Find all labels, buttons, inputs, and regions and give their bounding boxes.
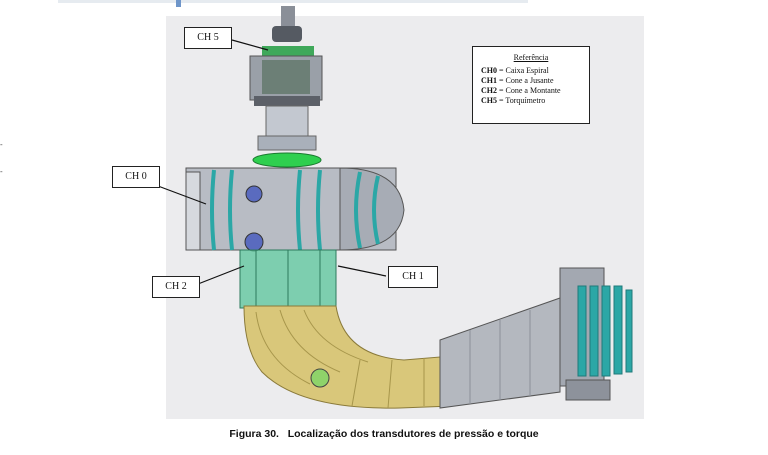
shaft-top [281,6,295,30]
pointer-ch1 [337,265,387,277]
legend-row: CH0 = Caixa Espiral [481,66,549,75]
sensor-port-ch0 [245,185,263,203]
torque-head [272,26,302,42]
outlet-vanes [577,285,633,377]
torque-green-ring [262,46,314,56]
label-ch0: CH 0 [112,166,160,188]
legend-box: Referência CH0 = Caixa Espiral CH1 = Con… [472,46,590,124]
torque-inner [262,60,310,94]
column-band [257,135,317,151]
inlet-flange [185,171,201,251]
sensor-port-ch2 [244,232,264,252]
legend-title: Referência [513,53,549,62]
sensor-port-elbow [310,368,330,388]
torque-base [254,96,320,106]
legend-row: CH2 = Cone a Montante [481,86,561,95]
label-ch5: CH 5 [184,27,232,49]
pointer-ch2 [197,265,245,285]
figure-caption: Figura 30. Localização dos transdutores … [229,428,539,440]
legend-row: CH5 = Torquímetro [481,96,546,105]
label-ch1: CH 1 [388,266,438,288]
legend-row: CH1 = Cone a Jusante [481,76,554,85]
page-top-line [58,0,528,3]
spiral-ribs [210,169,380,251]
label-ch2: CH 2 [152,276,200,298]
green-flange [252,152,322,168]
margin-marks: -- [0,140,3,176]
outlet-base [565,379,611,401]
pointer-ch0 [157,185,207,205]
page-top-marker [176,0,181,7]
draft-elbow [243,305,453,409]
pointer-ch5 [231,39,269,51]
